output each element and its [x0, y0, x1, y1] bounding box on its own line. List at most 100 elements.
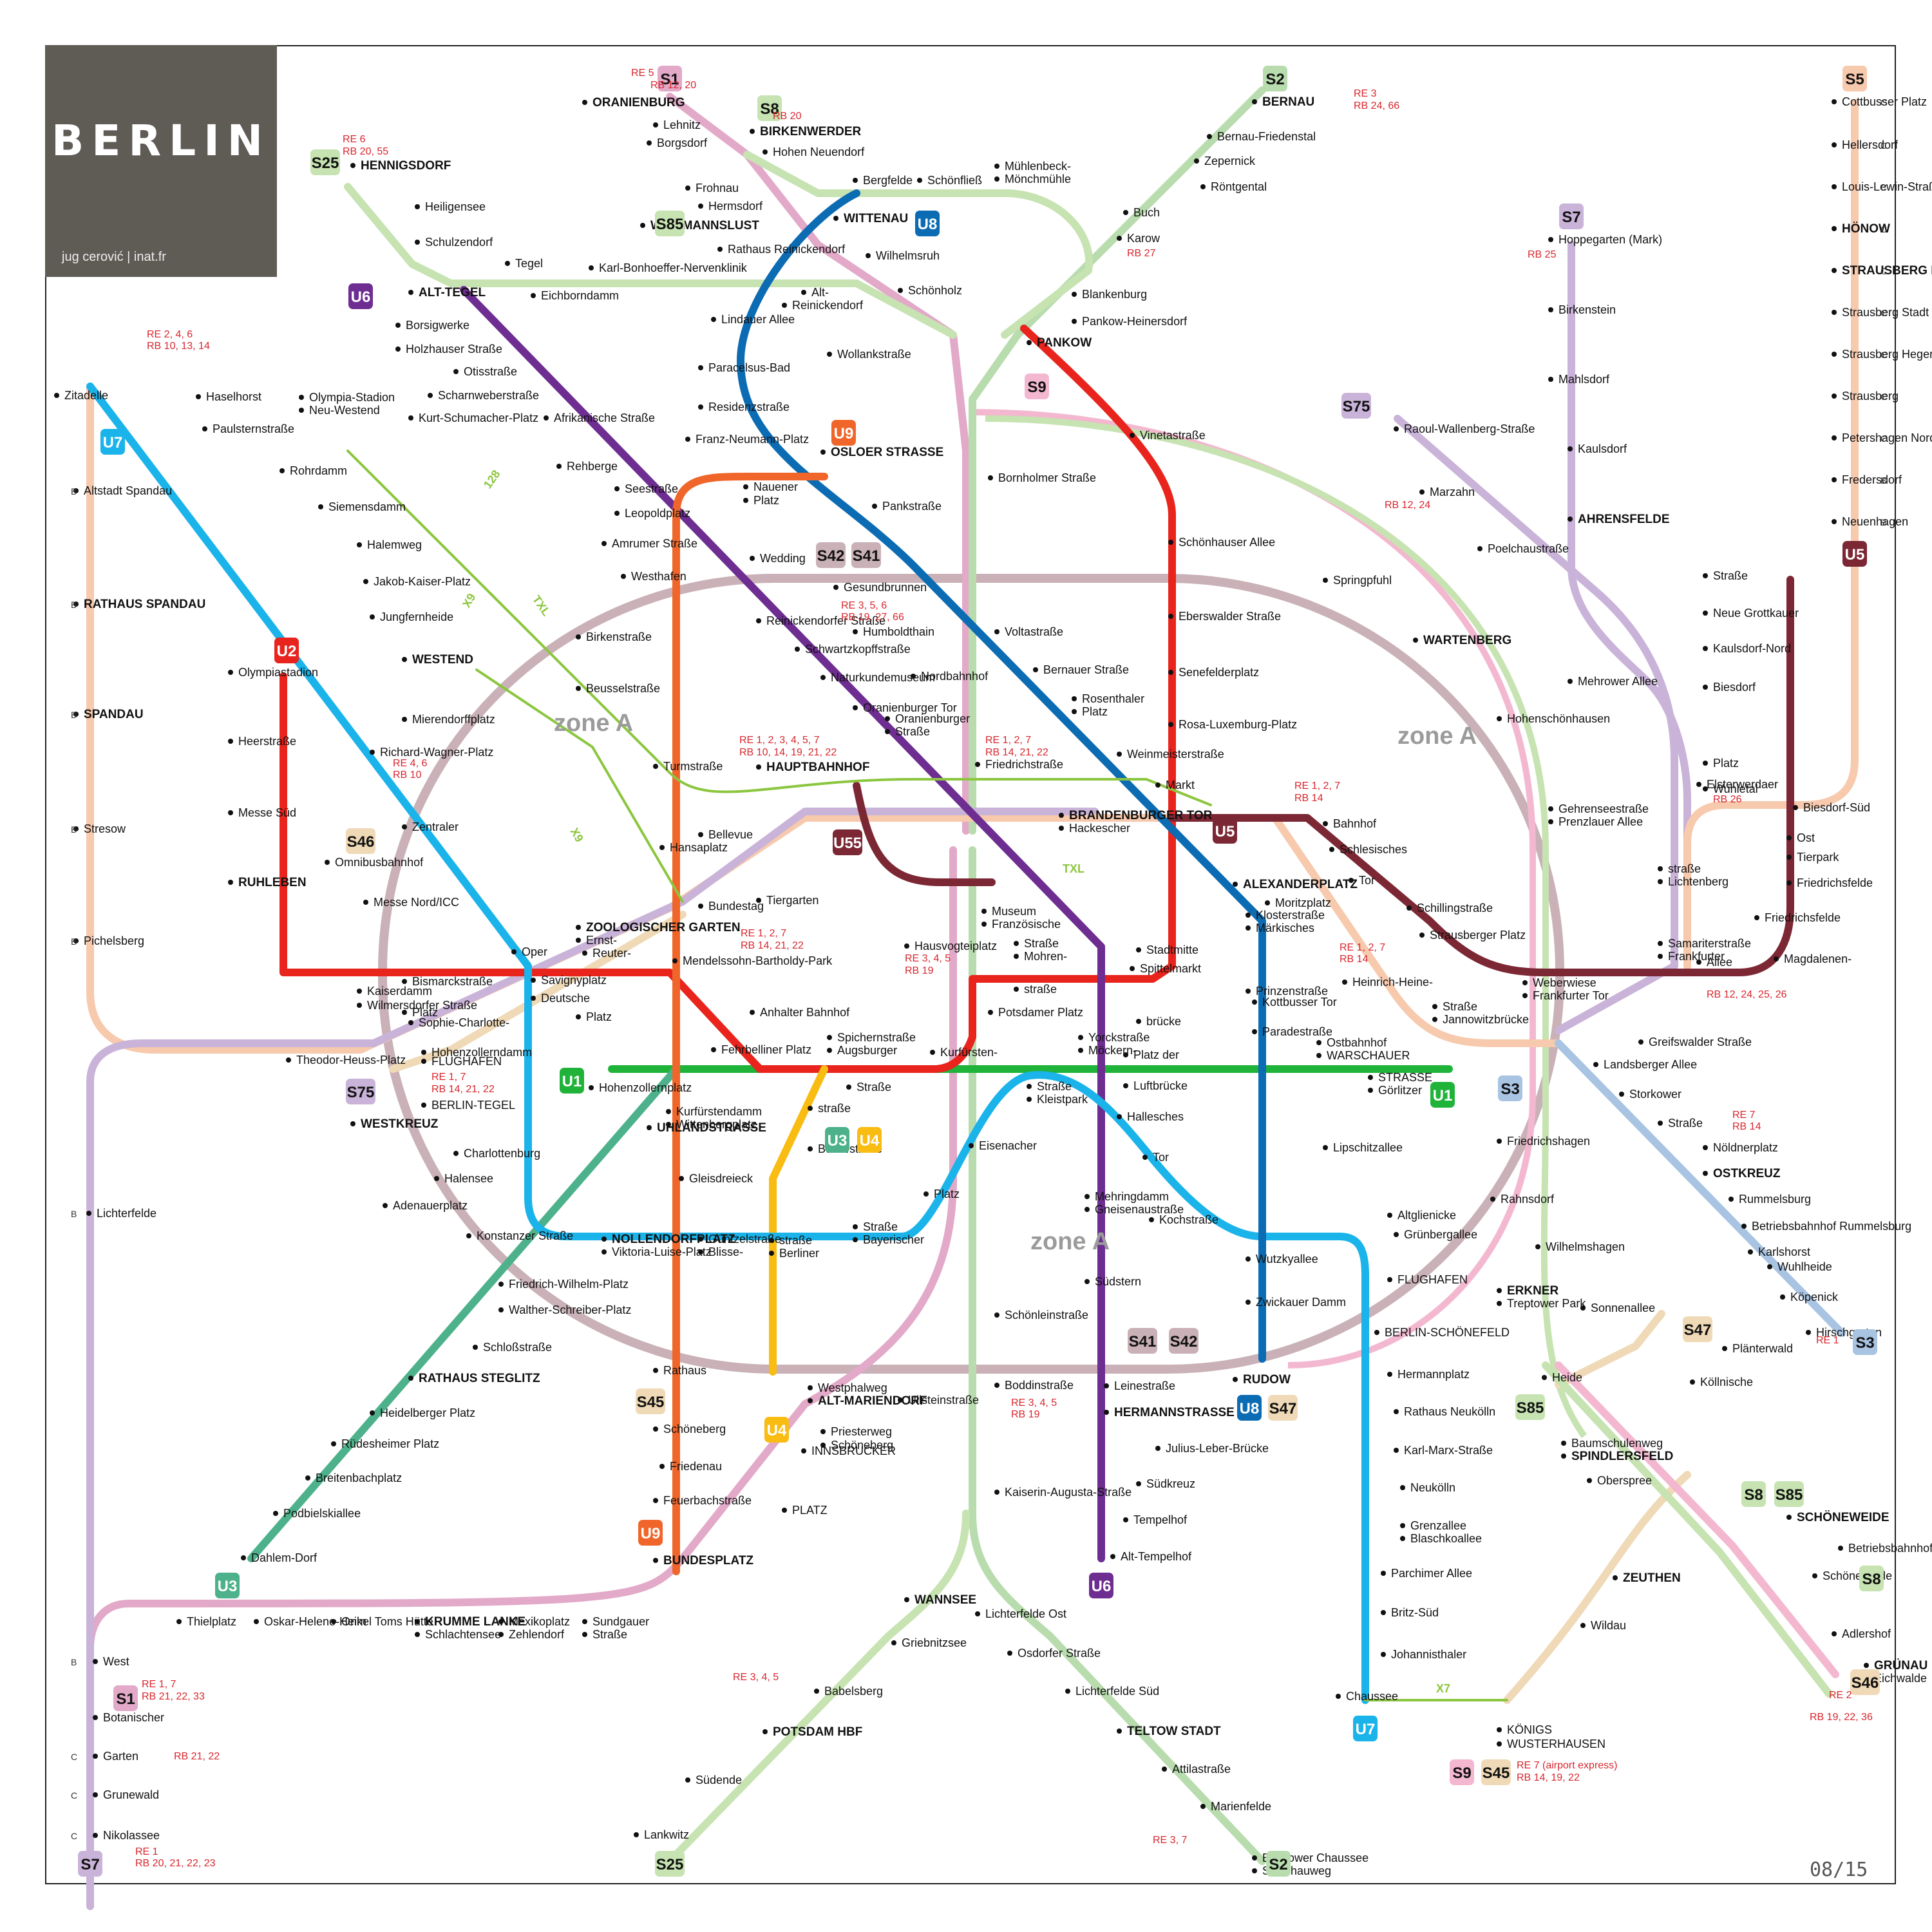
station-label[interactable]: Tempelhof: [1133, 1513, 1188, 1526]
station-label[interactable]: HERMANNSTRASSE: [1114, 1406, 1235, 1419]
station-label[interactable]: Sundgauer: [592, 1615, 649, 1628]
station-label[interactable]: Viktoria-Luise-Platz: [612, 1245, 712, 1258]
station-label[interactable]: Bornholmer Straße: [998, 471, 1096, 484]
station-label[interactable]: Schönholz: [908, 284, 962, 297]
station-label[interactable]: Neuenhagen: [1842, 515, 1908, 528]
station-label[interactable]: Bernauer Straße: [1043, 663, 1129, 676]
station-label[interactable]: Residenzstraße: [708, 401, 790, 413]
station-label[interactable]: Wuhlheide: [1777, 1260, 1832, 1273]
station-label[interactable]: POTSDAM HBF: [773, 1725, 862, 1739]
station-label[interactable]: Tor: [1359, 874, 1375, 887]
line-badge-s5[interactable]: S5: [1845, 71, 1864, 88]
station-label[interactable]: Platz: [586, 1010, 612, 1023]
station-label[interactable]: Rathaus Neukölln: [1404, 1405, 1495, 1418]
station-label[interactable]: Kottbusser Tor: [1262, 996, 1337, 1009]
station-label[interactable]: Mohren-: [1024, 950, 1067, 963]
station-label[interactable]: RUDOW: [1243, 1373, 1291, 1387]
station-label[interactable]: Wuhletal: [1713, 782, 1758, 795]
station-label[interactable]: Oranienburger Tor: [863, 701, 957, 714]
station-label[interactable]: Heinrich-Heine-: [1352, 976, 1433, 989]
station-label[interactable]: WITTENAU: [844, 212, 908, 225]
line-badge-s85[interactable]: S85: [1776, 1486, 1803, 1504]
station-label[interactable]: Klosterstraße: [1256, 909, 1325, 922]
station-label[interactable]: Stresow: [84, 822, 126, 835]
station-label[interactable]: Ullsteinstraße: [908, 1394, 979, 1406]
station-label[interactable]: Blankenburg: [1082, 288, 1147, 301]
station-label[interactable]: Nöldnerplatz: [1713, 1141, 1778, 1154]
station-label[interactable]: TELTOW STADT: [1127, 1725, 1221, 1738]
station-label[interactable]: Vinetastraße: [1140, 429, 1206, 442]
station-label[interactable]: Eberswalder Straße: [1179, 610, 1281, 623]
station-label[interactable]: Voltastraße: [1005, 625, 1063, 638]
station-label[interactable]: Fehrbelliner Platz: [721, 1043, 811, 1056]
station-label[interactable]: Biesdorf: [1713, 681, 1756, 694]
station-label[interactable]: HAUPTBAHNHOF: [766, 761, 869, 774]
station-label[interactable]: Lichterfelde Ost: [985, 1607, 1066, 1620]
station-label[interactable]: Mahlsdorf: [1558, 373, 1610, 386]
station-label[interactable]: Südkreuz: [1146, 1477, 1195, 1490]
station-label[interactable]: SCHÖNEWEIDE: [1797, 1511, 1889, 1524]
station-label[interactable]: Wollankstraße: [837, 348, 911, 361]
station-label[interactable]: Tierpark: [1797, 851, 1839, 864]
station-label[interactable]: Kaiserdamm: [367, 985, 432, 998]
station-label[interactable]: Kurt-Schumacher-Platz: [419, 412, 538, 424]
station-label[interactable]: Buch: [1133, 206, 1160, 219]
station-label[interactable]: Mexikoplatz: [509, 1615, 570, 1628]
station-label[interactable]: Botanischer: [103, 1711, 164, 1724]
station-label[interactable]: Alt-: [811, 286, 829, 299]
station-label[interactable]: GRÜNAU: [1874, 1659, 1927, 1672]
station-label[interactable]: Theodor-Heuss-Platz: [296, 1054, 406, 1066]
station-label[interactable]: Lichtenberg: [1668, 875, 1728, 888]
station-label[interactable]: Görlitzer: [1378, 1084, 1422, 1097]
station-label[interactable]: Mierendorffplatz: [412, 713, 495, 726]
station-label[interactable]: Spittelmarkt: [1140, 962, 1201, 975]
station-label[interactable]: Eichwalde: [1874, 1672, 1927, 1685]
station-label[interactable]: Heidelberger Platz: [380, 1406, 475, 1419]
station-label[interactable]: Wildau: [1591, 1619, 1626, 1632]
station-label[interactable]: Messe Süd: [238, 806, 296, 819]
station-label[interactable]: ORANIENBURG: [592, 96, 685, 109]
station-label[interactable]: Rosa-Luxemburg-Platz: [1179, 718, 1297, 731]
station-label[interactable]: WARSCHAUER: [1327, 1049, 1410, 1062]
station-label[interactable]: Gneisenaustraße: [1095, 1203, 1184, 1216]
station-label[interactable]: Pankstraße: [882, 500, 942, 513]
line-badge-u8[interactable]: U8: [1240, 1400, 1260, 1417]
line-badge-u5[interactable]: U5: [1215, 823, 1235, 840]
station-label[interactable]: Halensee: [444, 1172, 493, 1185]
line-badge-s1[interactable]: S1: [116, 1690, 135, 1708]
station-label[interactable]: Straße: [857, 1081, 891, 1094]
station-label[interactable]: Lichterfelde Süd: [1075, 1685, 1159, 1698]
station-label[interactable]: Schulzendorf: [425, 236, 493, 249]
station-label[interactable]: Bahnhof: [1333, 817, 1377, 830]
station-label[interactable]: Ernst-: [586, 934, 617, 947]
station-label[interactable]: Schloßstraße: [483, 1341, 552, 1354]
station-label[interactable]: Poelchaustraße: [1488, 542, 1569, 555]
station-label[interactable]: Landsberger Allee: [1604, 1058, 1697, 1071]
station-label[interactable]: Osdorfer Straße: [1018, 1647, 1101, 1660]
station-label[interactable]: KRUMME LANKE: [425, 1615, 526, 1629]
station-label[interactable]: Johannisthaler: [1391, 1648, 1466, 1661]
station-label[interactable]: Platz: [753, 494, 779, 507]
station-label[interactable]: Messe Nord/ICC: [374, 896, 459, 909]
station-label[interactable]: WESTEND: [412, 653, 473, 667]
station-label[interactable]: Rathaus: [663, 1364, 706, 1377]
station-label[interactable]: Strausberger Platz: [1430, 929, 1526, 942]
station-label[interactable]: Tiergarten: [766, 894, 819, 907]
station-label[interactable]: Frohnau: [696, 182, 739, 194]
station-label[interactable]: Olympiastadion: [238, 666, 318, 679]
line-badge-s25[interactable]: S25: [312, 155, 339, 172]
line-badge-u6[interactable]: U6: [351, 289, 371, 306]
station-label[interactable]: Paradestraße: [1262, 1025, 1332, 1038]
station-label[interactable]: Rathaus Reinickendorf: [728, 243, 846, 256]
station-label[interactable]: Anhalter Bahnhof: [760, 1006, 850, 1019]
station-label[interactable]: Moritzplatz: [1275, 896, 1331, 909]
station-label[interactable]: KÖNIGS: [1507, 1723, 1552, 1736]
line-badge-s45[interactable]: S45: [637, 1394, 665, 1411]
station-label[interactable]: Südende: [696, 1774, 742, 1786]
station-label[interactable]: Schwartzkopffstraße: [805, 643, 911, 656]
station-label[interactable]: Wittenbergplatz: [676, 1118, 757, 1131]
station-label[interactable]: BRANDENBURGER TOR: [1069, 809, 1213, 822]
station-label[interactable]: Birkenstein: [1558, 303, 1616, 316]
station-label[interactable]: Stadtmitte: [1146, 943, 1198, 956]
station-label[interactable]: Köpenick: [1790, 1291, 1839, 1303]
